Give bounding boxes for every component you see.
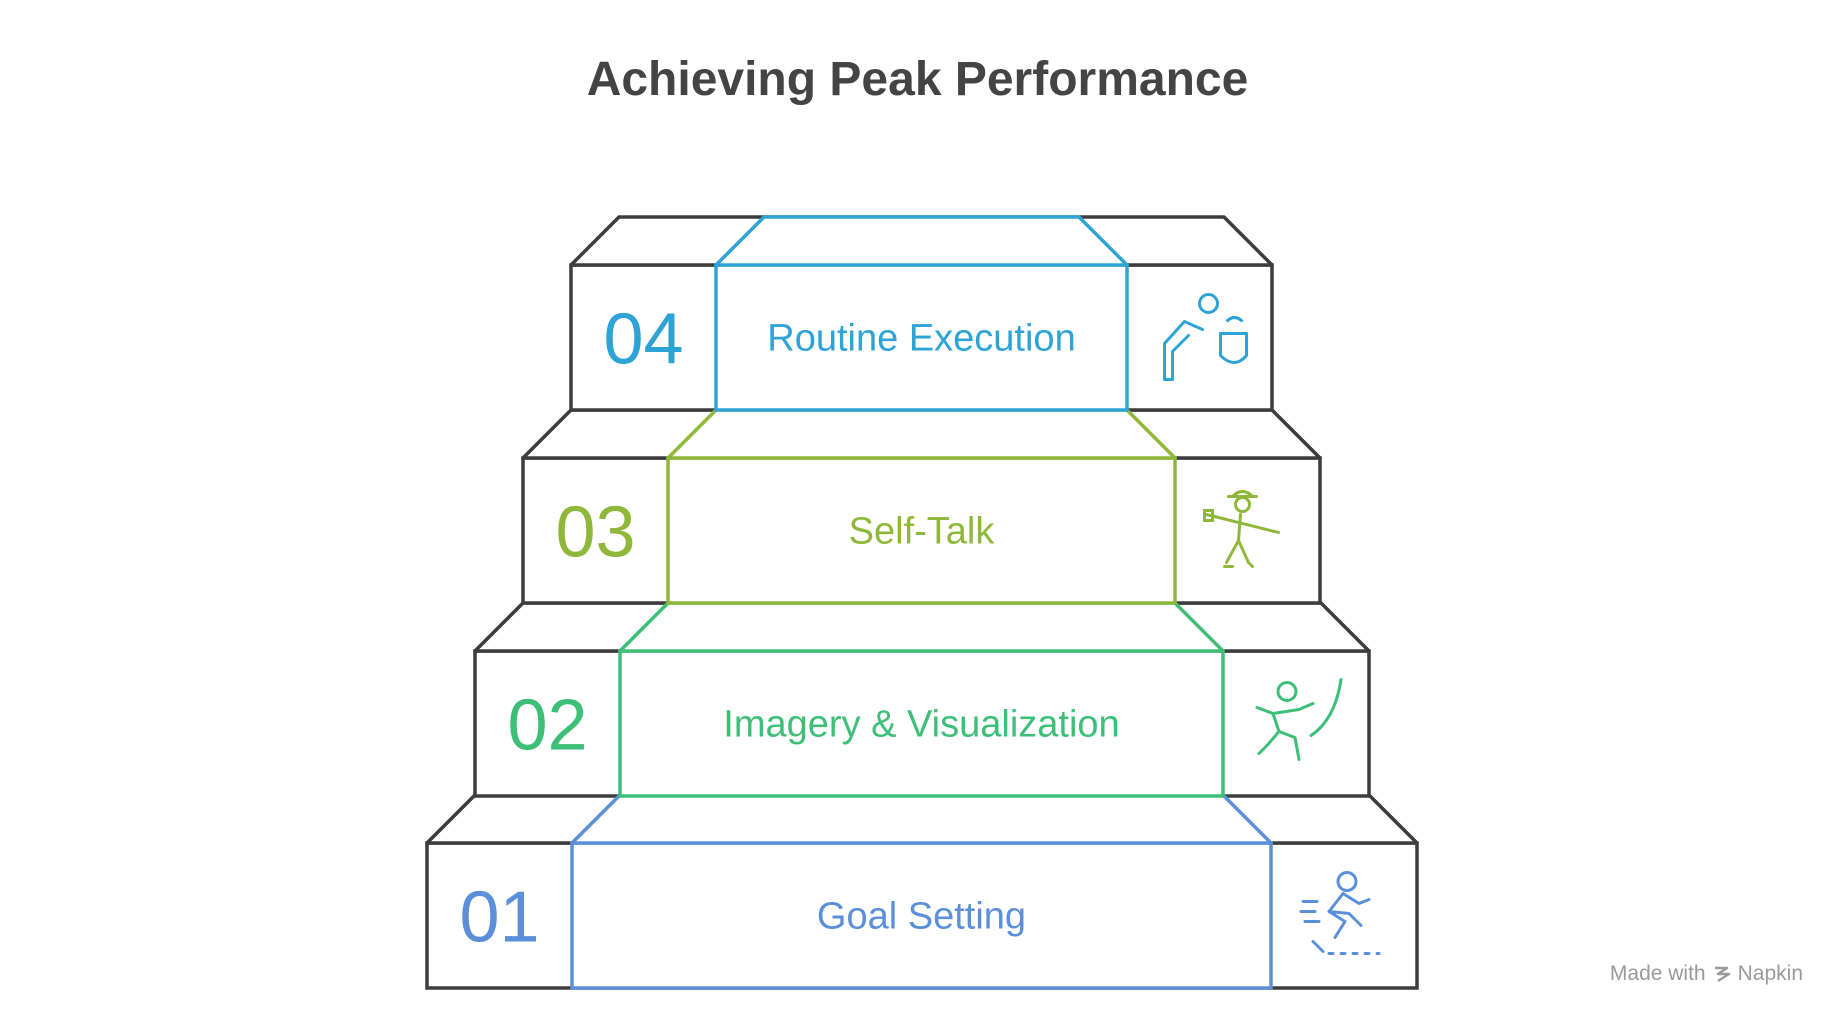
- step-04-number: 04: [603, 300, 683, 380]
- step-03-number: 03: [555, 493, 635, 573]
- step-04-label: Routine Execution: [767, 318, 1075, 360]
- sprinting-person-icon: [1299, 871, 1381, 955]
- step-02-center-face: [618, 649, 1225, 798]
- step-01-center-tread: [570, 793, 1273, 845]
- hiker-with-pole-icon: [1203, 490, 1280, 568]
- step-01-center-face: [570, 841, 1273, 990]
- step-labels: 01 Goal Setting 02 Imagery & Visualization 0…: [459, 293, 1381, 958]
- watermark-prefix: Made with: [1609, 962, 1706, 985]
- step-03-center-tread: [666, 408, 1177, 460]
- step-02-label: Imagery & Visualization: [723, 704, 1119, 746]
- step-02-center-tread: [618, 601, 1225, 653]
- step-04-center-face: [714, 263, 1129, 412]
- person-with-bucket-icon: [1163, 293, 1248, 381]
- step-highlights: [570, 215, 1273, 990]
- napkin-watermark[interactable]: Made with Napkin: [1610, 962, 1803, 986]
- diagram-title: Achieving Peak Performance: [586, 53, 1249, 106]
- climbing-person-icon: [1255, 678, 1343, 761]
- step-01-number: 01: [459, 878, 539, 958]
- napkin-logo-icon: [1714, 966, 1730, 983]
- step-02-number: 02: [507, 686, 587, 766]
- step-04-center-tread: [714, 215, 1129, 267]
- step-01-label: Goal Setting: [817, 896, 1026, 938]
- step-03-label: Self-Talk: [849, 511, 996, 553]
- watermark-brand: Napkin: [1737, 962, 1803, 985]
- step-03-center-face: [666, 456, 1177, 605]
